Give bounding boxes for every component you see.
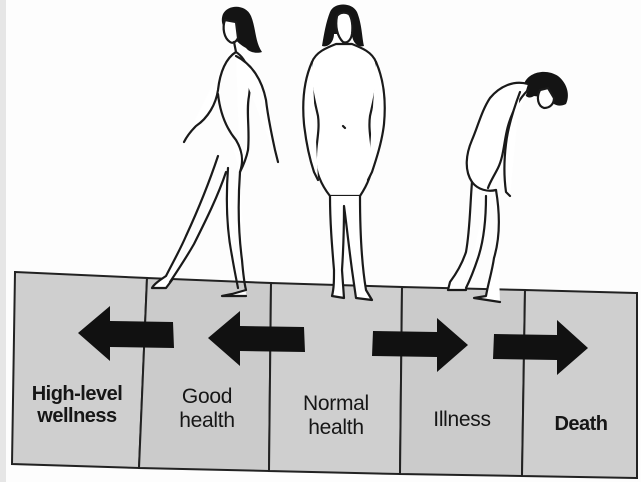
label-normal-health: Normal health: [278, 392, 394, 439]
stooped-woman-legs: [448, 182, 500, 302]
left-edge-shadow: [0, 0, 6, 482]
label-death: Death: [528, 413, 634, 435]
walking-woman-figure: [152, 7, 278, 296]
continuum-bar: [12, 272, 637, 478]
standing-woman-torso: [311, 44, 378, 196]
walking-woman-inner-back-leg: [170, 172, 226, 282]
standing-woman-figure: [303, 5, 384, 301]
label-good-health: Good health: [150, 385, 264, 432]
segment-normal-health: [269, 283, 402, 474]
label-high-level-wellness: High-level wellness: [16, 383, 138, 428]
segment-good-health: [139, 278, 271, 471]
walking-woman-back-leg: [152, 156, 218, 288]
stooped-woman-inner-leg: [466, 196, 486, 288]
segment-high-level-wellness: [12, 272, 147, 468]
standing-woman-legs: [330, 196, 372, 300]
label-illness: Illness: [404, 408, 520, 432]
walking-woman-inner-leg: [227, 168, 238, 288]
segment-illness: [400, 287, 525, 476]
walking-woman-face: [224, 20, 238, 43]
standing-woman-face: [336, 13, 352, 43]
walking-woman-front-leg: [222, 172, 246, 296]
segment-death: [522, 290, 637, 478]
stooped-woman-figure: [448, 72, 568, 302]
standing-woman-navel: [343, 126, 345, 128]
